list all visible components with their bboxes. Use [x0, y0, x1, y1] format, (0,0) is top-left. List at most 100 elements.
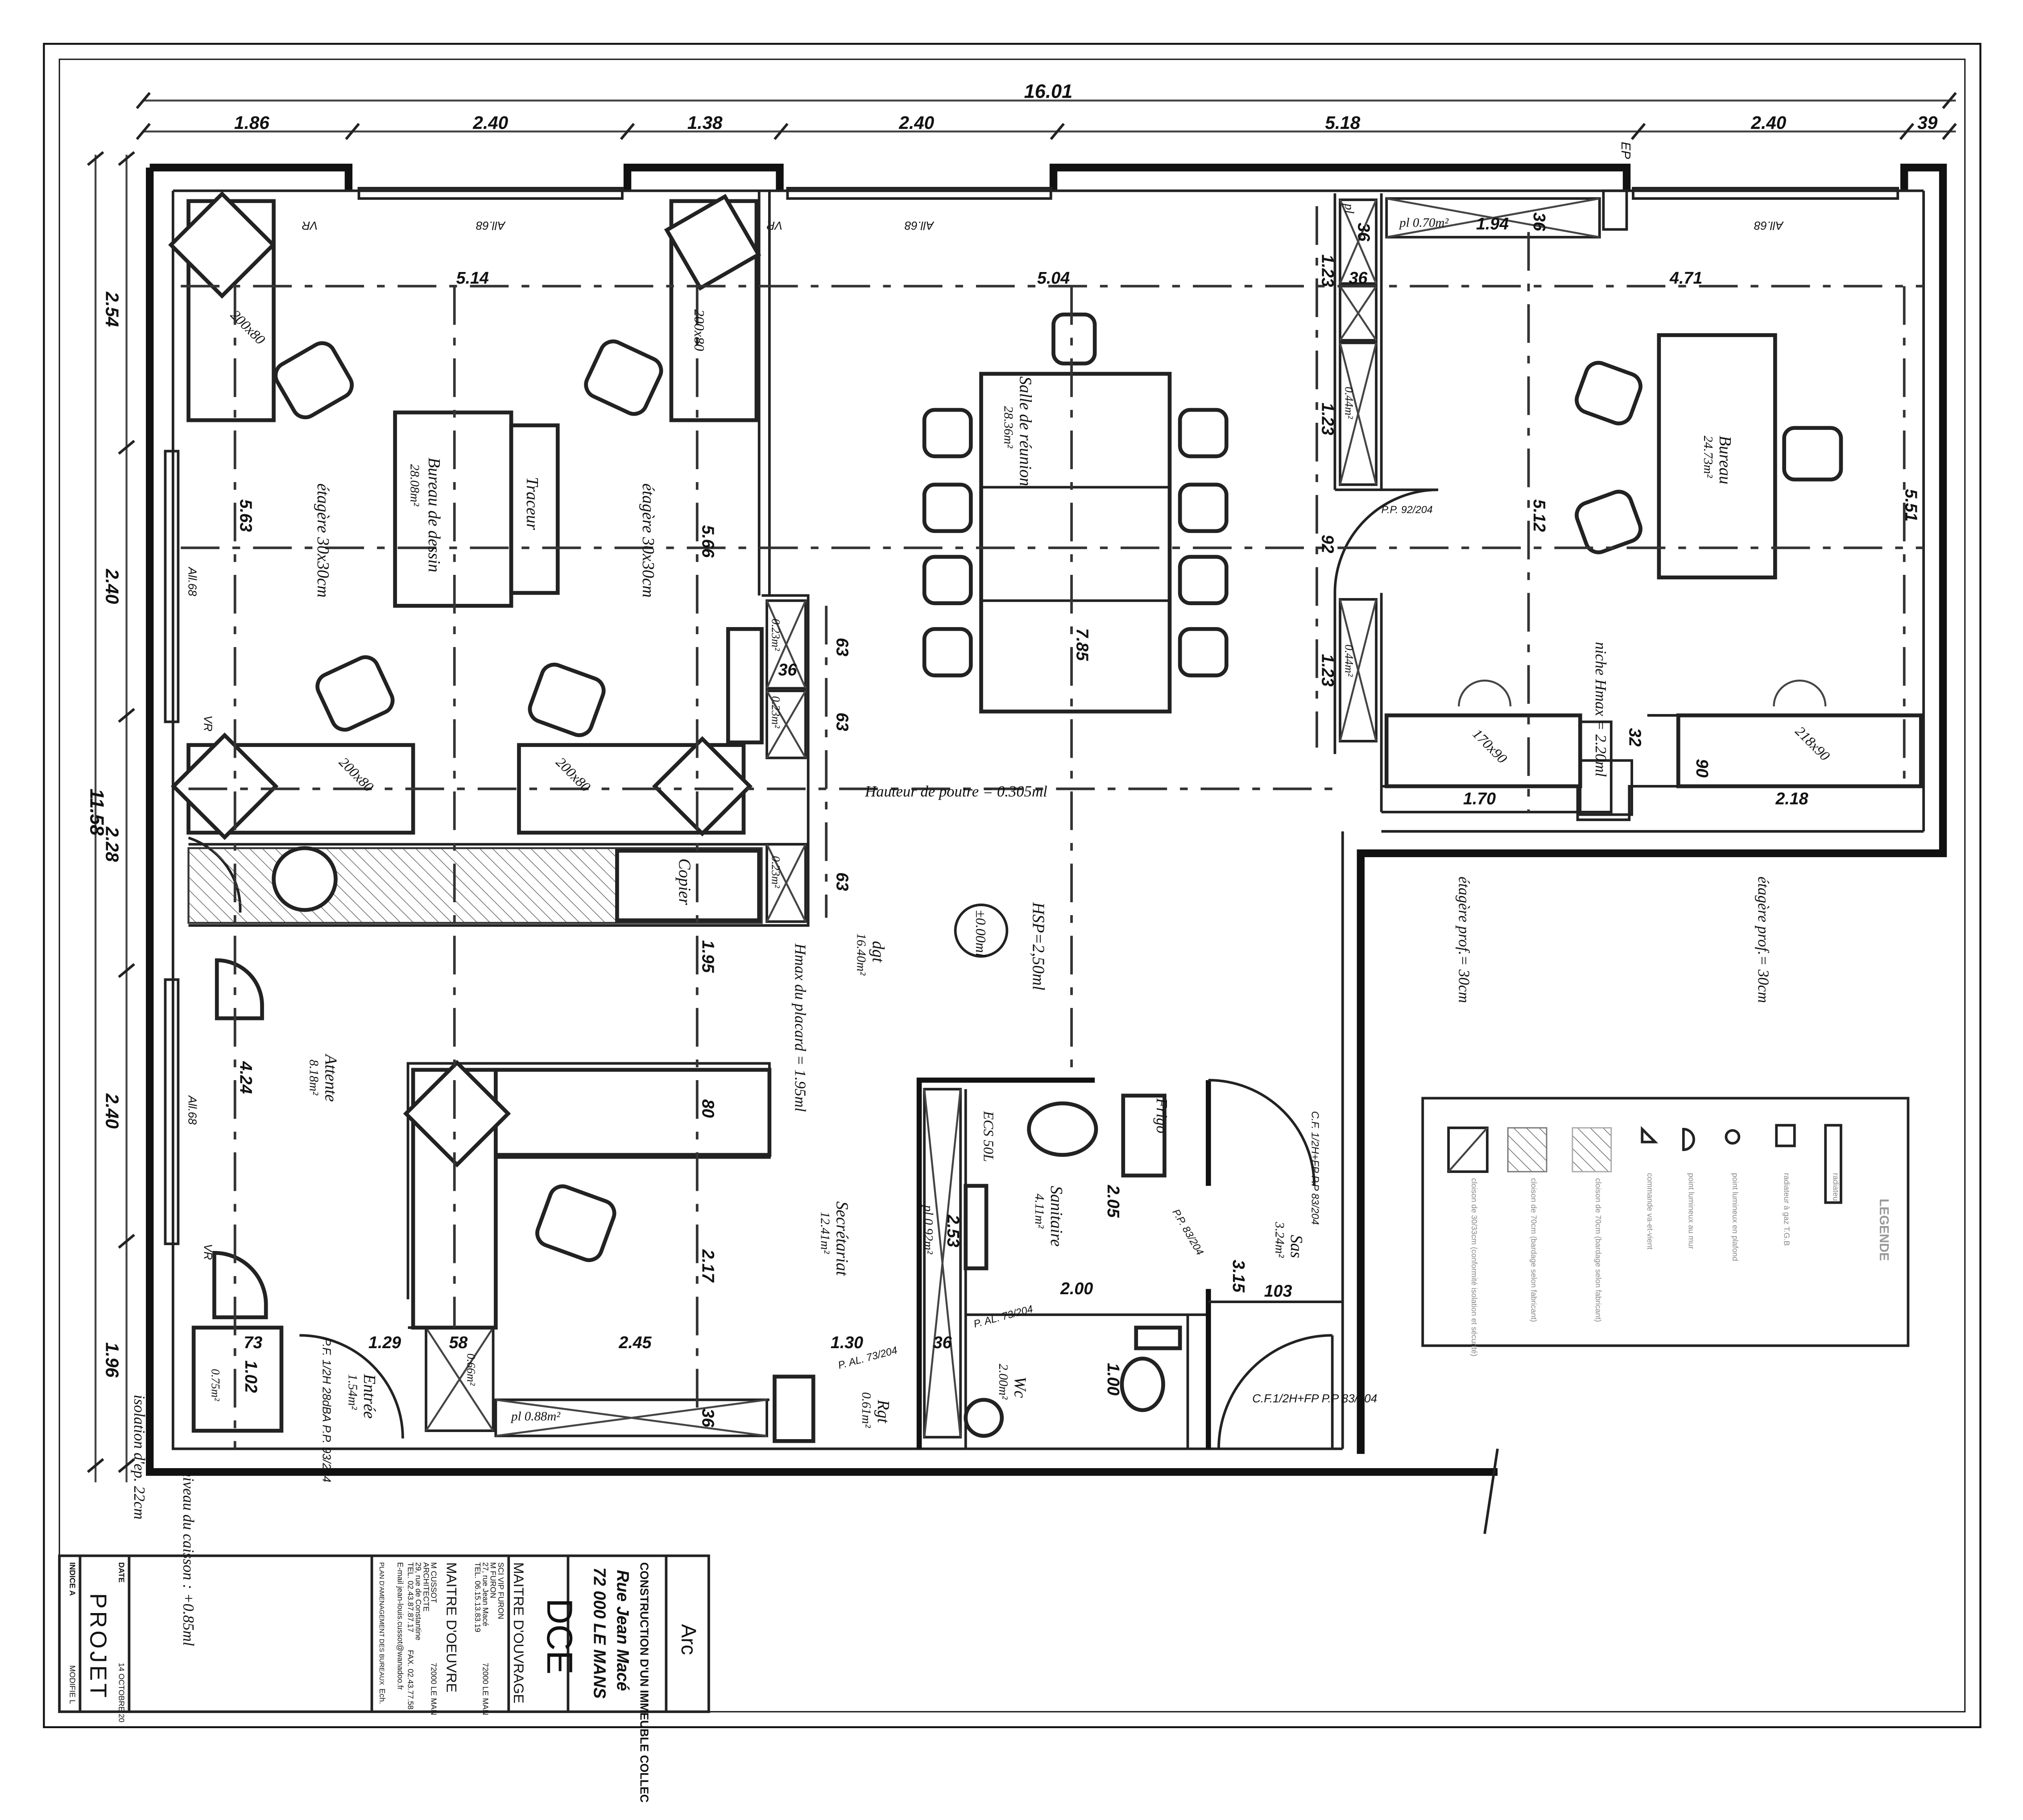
dim-top-1: 1.86 [234, 112, 269, 133]
dim-inner-73: 73 [244, 1333, 262, 1352]
room-sas-name: Sas [1287, 1235, 1305, 1258]
dim-top-5: 5.18 [1325, 112, 1360, 133]
dim-inner-36f: 36 [699, 1408, 717, 1428]
vr-label-3: VR [201, 715, 215, 731]
dim-inner-36b: 36 [1530, 212, 1549, 231]
label-pl-075: 0.75m² [209, 1369, 222, 1401]
tb-indice: INDICE A [68, 1562, 77, 1596]
label-pl-070: pl 0.70m² [1398, 216, 1449, 230]
tb-status: PROJET [85, 1593, 111, 1700]
dim-inner-512: 5.12 [1530, 499, 1549, 532]
room-sas-area: 3.24m² [1272, 1222, 1287, 1258]
dim-inner-123a: 1.23 [1319, 254, 1337, 287]
dim-inner-63b: 63 [833, 713, 852, 731]
label-pp-92: P.P. 92/204 [1382, 503, 1433, 515]
legend-item-4: point lumineux au mur [1687, 1173, 1696, 1249]
sheet-frame-outer [43, 43, 1982, 1729]
top-dimensions: 16.01 1.86 2.40 1.38 2.40 5.18 2.40 39 [136, 81, 1957, 140]
label-pp-83: P.P. 83/204 [1170, 1207, 1206, 1257]
tb-owner-3: 27, rue Jean Macé [481, 1562, 490, 1626]
dim-inner-123c: 1.23 [1319, 654, 1337, 686]
room-reunion-name: Salle de réunion [1016, 376, 1034, 486]
room-rgt-area: 0.61m² [859, 1392, 873, 1428]
tb-owner-5: 72000 LE MAN [481, 1663, 490, 1715]
tb-owner-title: MAITRE D'OUVRAGE [511, 1562, 527, 1704]
dim-inner-32: 32 [1626, 728, 1644, 747]
dim-left-4: 2.40 [102, 1093, 122, 1129]
room-entree-name: Entrée [360, 1374, 378, 1419]
inner-dimensions: 5.14 5.04 4.71 5.63 5.66 7.85 5.12 5.51 … [236, 212, 1920, 1428]
label-placard: Hmax du placard = 1.95ml [792, 943, 809, 1112]
label-hsp: HSP=2,50ml [1029, 902, 1047, 990]
left-dimensions: 11.58 2.54 2.40 2.28 2.40 1.96 [86, 151, 135, 1482]
label-pl-092: pl 0.92m² [921, 1204, 935, 1255]
dim-left-2: 2.40 [102, 569, 122, 604]
room-secretariat-area: 12.41m² [818, 1212, 832, 1255]
label-traceur: Traceur [523, 477, 541, 530]
dim-inner-424: 4.24 [236, 1061, 255, 1094]
tb-city: 72 000 LE MANS [590, 1568, 609, 1699]
tb-architect-title: MAITRE D'OEUVRE [443, 1562, 459, 1692]
dim-top-total: 16.01 [1024, 81, 1073, 103]
all68-label-3: All.68 [1754, 219, 1784, 232]
legend-item-8: cloison de 30/33cm (conformité isolation… [1470, 1178, 1479, 1357]
dim-inner-36e: 36 [933, 1333, 952, 1352]
dim-inner-551: 5.51 [1902, 489, 1921, 521]
dim-inner-514: 5.14 [456, 268, 489, 287]
legend-item-6: cloison de 70cm (bardage selon fabricant… [1594, 1178, 1603, 1322]
tb-ech: Ech. [378, 1688, 387, 1704]
label-isolation: isolation d'ep. 22cm [131, 1395, 148, 1519]
tb-plan-name: PLAN D'AMENAGEMENT DES BUREAUX [378, 1562, 385, 1685]
tb-stamp: Arc [677, 1624, 700, 1655]
label-pl-066: 0.66m² [465, 1354, 478, 1386]
label-shelf-mid: étagère 30x30cm [639, 483, 657, 598]
room-bureau-dessin-name: Bureau de dessin [425, 458, 443, 572]
label-pl-044-1: 0.44m² [1343, 387, 1356, 419]
dim-inner-36c: 36 [778, 660, 797, 679]
furniture [186, 199, 1923, 1443]
tb-architect-4: TEL. 02.43.87.87.17 [406, 1562, 415, 1632]
dim-inner-315: 3.15 [1229, 1260, 1248, 1293]
chairs [168, 191, 1843, 1262]
dim-inner-36a: 36 [1349, 268, 1368, 287]
dim-inner-245: 2.45 [618, 1333, 652, 1352]
label-pl-023-2: 0.23m² [769, 696, 782, 729]
room-wc-area: 2.00m² [996, 1364, 1010, 1400]
dim-inner-218: 2.18 [1775, 789, 1808, 808]
dim-left-total: 11.58 [86, 788, 108, 836]
dim-inner-129: 1.29 [368, 1333, 401, 1352]
all68-label-2: All.68 [904, 219, 935, 232]
dim-inner-504: 5.04 [1037, 268, 1070, 287]
legend-title: LEGENDE [1877, 1199, 1891, 1261]
label-copier: Copier [675, 858, 693, 905]
label-beam: Hauteur de poutre = 0.305ml [865, 783, 1047, 800]
doors [188, 488, 1438, 1449]
room-dgt-name: dgt [869, 941, 887, 963]
title-block: Arc CONSTRUCTION D'UN IMMEUBLE COLLEC Ru… [58, 1554, 710, 1803]
axis-lines [181, 206, 1924, 1449]
room-reunion-area: 28.36m² [1001, 406, 1016, 449]
dim-top-6: 2.40 [1750, 112, 1786, 133]
room-attente-name: Attente [321, 1053, 339, 1102]
dim-inner-194: 1.94 [1476, 214, 1509, 233]
dim-inner-253: 2.53 [944, 1214, 963, 1247]
dim-inner-92: 92 [1319, 535, 1337, 553]
tb-architect-6: E-mail jean-louis.cussot@wanadoo.fr [396, 1562, 405, 1690]
tb-project: CONSTRUCTION D'UN IMMEUBLE COLLEC [637, 1562, 651, 1803]
label-pl-044-2: 0.44m² [1343, 644, 1356, 677]
tb-architect-5: FAX. 02.43.77.58 [406, 1650, 415, 1709]
label-shelf-deep-1: étagère prof.= 30cm [1455, 876, 1473, 1003]
label-cf-83: C.F. 1/2H+FP P.P 83/204 [1309, 1111, 1321, 1225]
dim-inner-103: 103 [1264, 1282, 1292, 1300]
room-sanitaire-name: Sanitaire [1047, 1186, 1065, 1246]
windows-top: VR All.68 VR All.68 All.68 EP [302, 142, 1899, 232]
dim-inner-100: 1.00 [1104, 1363, 1123, 1395]
room-entree-area: 1.54m² [345, 1374, 360, 1410]
dim-inner-471: 4.71 [1669, 268, 1702, 287]
dim-inner-785: 7.85 [1073, 628, 1092, 661]
label-niche: niche Hmax = 2.20ml [1592, 642, 1609, 777]
dim-left-1: 2.54 [102, 291, 122, 327]
all68-label-1: All.68 [476, 219, 506, 232]
label-pl-023-3: 0.23m² [769, 856, 782, 888]
